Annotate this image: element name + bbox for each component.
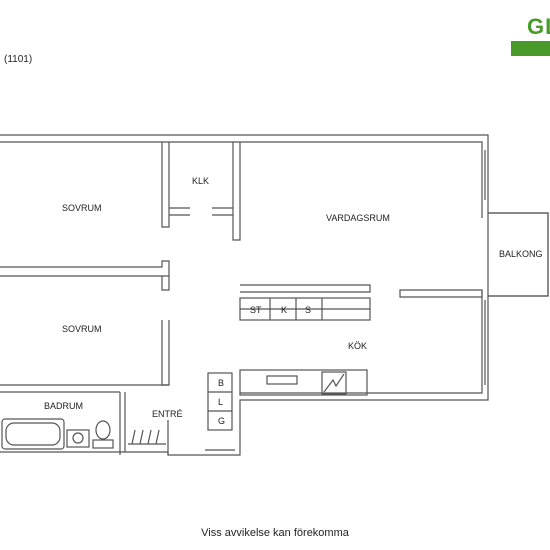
apartment-code: (1101) bbox=[4, 54, 33, 65]
living-wall bbox=[399, 289, 483, 298]
room-label-vardagsrum: VARDAGSRUM bbox=[326, 213, 390, 223]
room-label-kok: KÖK bbox=[348, 341, 367, 351]
radiator bbox=[128, 429, 166, 445]
appliance-label-l: L bbox=[218, 397, 223, 407]
wash-basin bbox=[66, 429, 90, 448]
bedroom-wall bbox=[0, 384, 169, 393]
room-label-entre: ENTRÉ bbox=[152, 409, 183, 419]
inner-wall bbox=[240, 290, 483, 394]
bathroom-wall bbox=[119, 392, 126, 455]
room-label-klk: KLK bbox=[192, 176, 209, 186]
closet-wall bbox=[232, 142, 241, 241]
sink bbox=[266, 375, 298, 385]
bedroom-wall bbox=[0, 260, 170, 277]
brand-logo: GL bbox=[527, 14, 550, 39]
entry-wall bbox=[167, 420, 235, 455]
balcony-outline bbox=[487, 212, 549, 297]
room-label-sovrum-2: SOVRUM bbox=[62, 324, 102, 334]
stove-symbol bbox=[323, 373, 345, 393]
bathtub bbox=[1, 418, 65, 450]
kitchen-counter bbox=[239, 369, 368, 396]
closet-b bbox=[207, 372, 233, 431]
inner-wall bbox=[0, 141, 483, 218]
brand-logo-bar bbox=[511, 41, 550, 56]
appliance-label-st: ST bbox=[250, 305, 262, 315]
room-label-badrum: BADRUM bbox=[44, 401, 83, 411]
bedroom-wall bbox=[161, 142, 170, 228]
appliance-label-k: K bbox=[281, 305, 287, 315]
bedroom-wall bbox=[161, 276, 170, 291]
stove bbox=[321, 371, 347, 395]
room-label-balkong: BALKONG bbox=[499, 249, 543, 259]
appliance-label-s: S bbox=[305, 305, 311, 315]
toilet bbox=[92, 439, 114, 449]
bedroom-wall bbox=[161, 320, 170, 386]
disclaimer-text: Viss avvikelse kan förekomma bbox=[201, 527, 349, 539]
room-label-sovrum-1: SOVRUM bbox=[62, 203, 102, 213]
living-wall bbox=[240, 284, 371, 293]
appliance-label-g: G bbox=[218, 416, 225, 426]
appliance-label-b: B bbox=[218, 378, 224, 388]
